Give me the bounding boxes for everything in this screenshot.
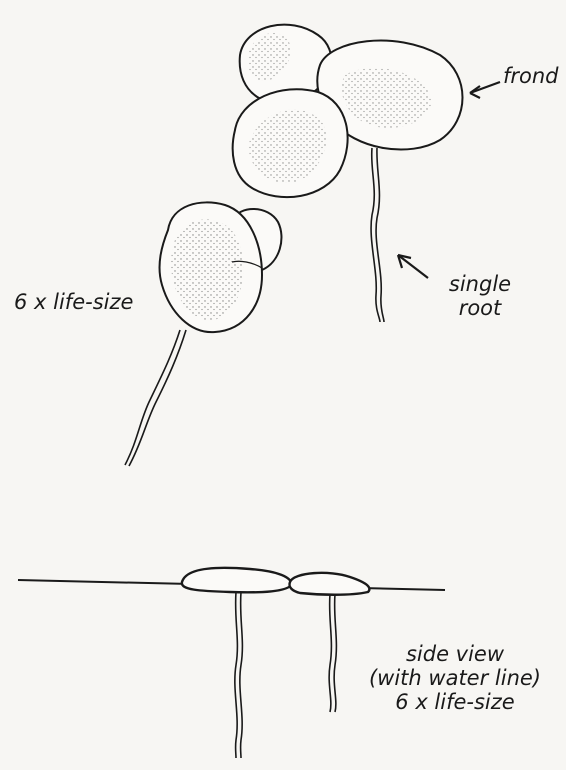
side-view-label-line1: side view xyxy=(352,642,558,666)
frond-arrow xyxy=(470,82,500,98)
middle-plant xyxy=(160,202,282,332)
root-label-line1: single xyxy=(430,272,530,296)
frond-label: frond xyxy=(503,64,559,88)
top-frond-cluster xyxy=(233,25,463,198)
scale-label-top: 6 x life-size xyxy=(14,290,133,314)
root-arrow xyxy=(398,255,428,278)
side-frond-right xyxy=(289,573,369,595)
side-frond-left xyxy=(182,568,292,593)
top-cluster-root xyxy=(371,148,384,322)
side-view-fronds xyxy=(182,568,370,595)
side-view-label-line2: (with water line) xyxy=(352,666,558,690)
root-label-line2: root xyxy=(430,296,530,320)
side-view-label-line3: 6 x life-size xyxy=(352,690,558,714)
root-label: single root xyxy=(430,272,530,320)
side-view-label: side view (with water line) 6 x life-siz… xyxy=(352,642,558,714)
side-view-roots xyxy=(235,592,337,758)
middle-plant-root xyxy=(125,330,186,466)
